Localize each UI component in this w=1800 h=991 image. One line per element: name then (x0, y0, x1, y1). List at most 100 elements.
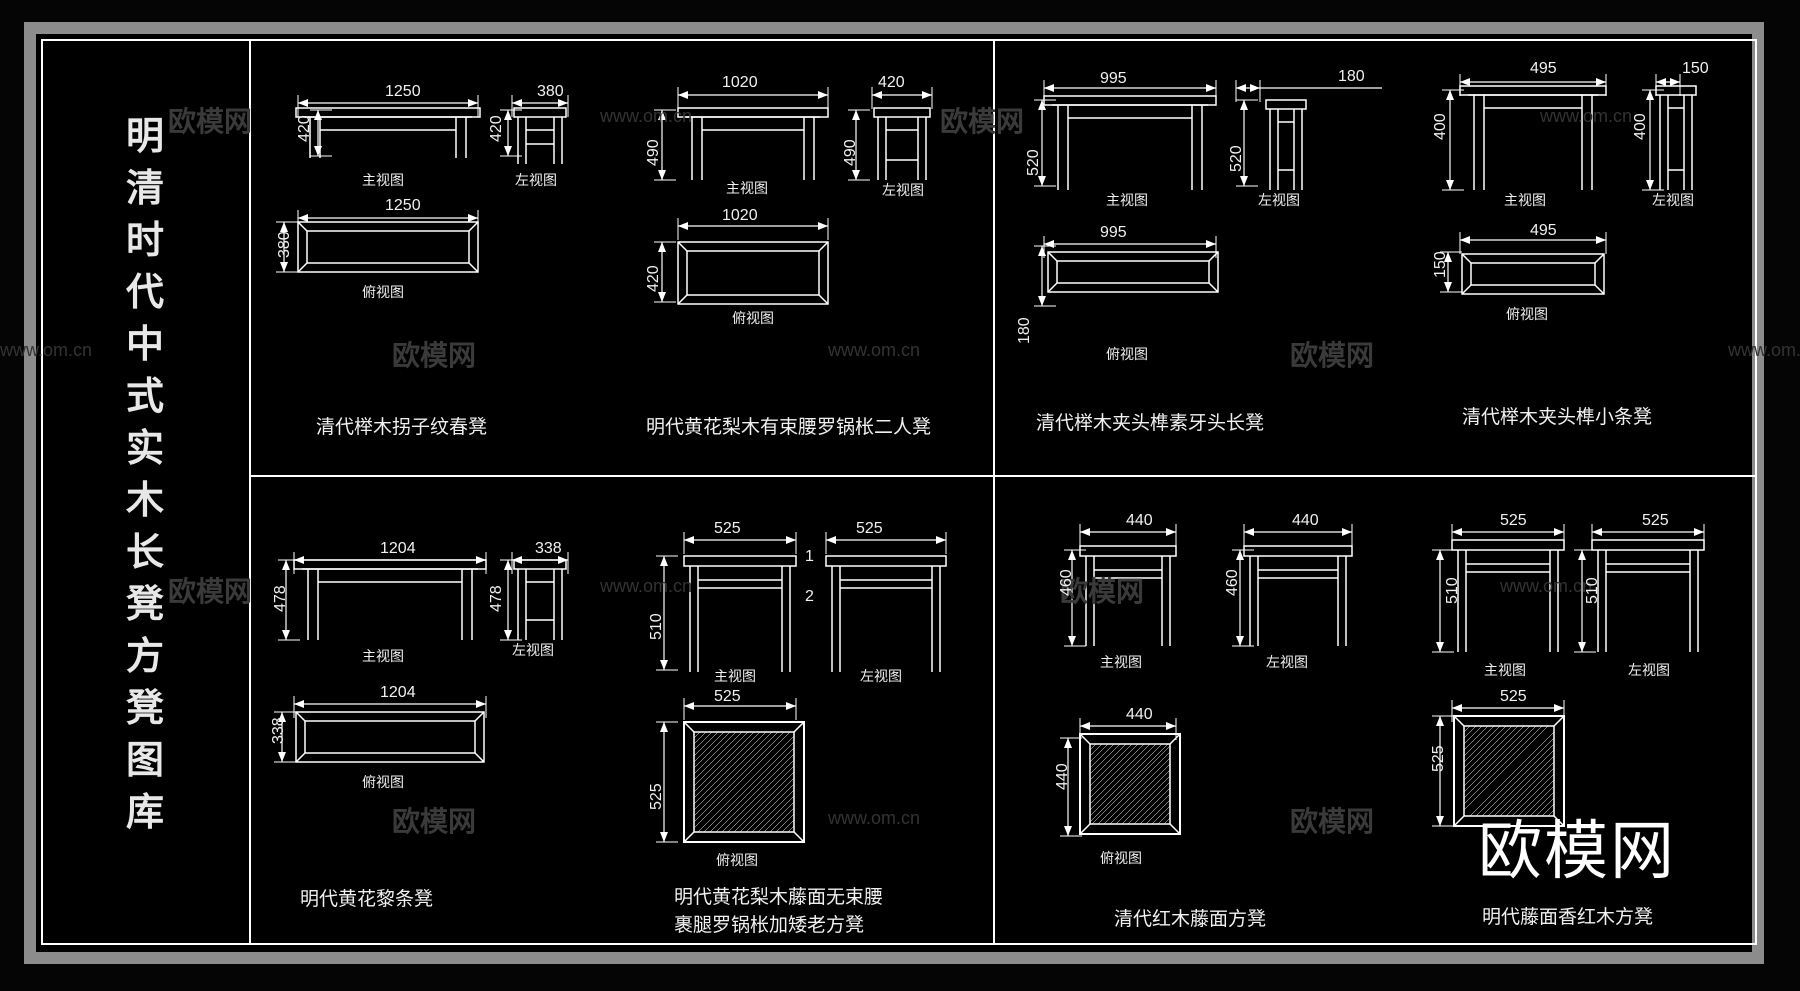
view-label-front: 主视图 (1106, 193, 1148, 209)
miter (677, 294, 688, 305)
cane-weave (1089, 743, 1145, 799)
cane-inner (1463, 725, 1555, 817)
dimension-arrow (298, 99, 308, 107)
dimension-arrow (818, 91, 828, 99)
miter (1453, 815, 1465, 827)
bench-top (295, 107, 481, 118)
miter (1208, 251, 1219, 262)
dimension-arrow (852, 110, 860, 120)
view-label-left: 左视图 (512, 643, 554, 659)
cane-weave (1089, 743, 1157, 811)
miter (1453, 715, 1465, 727)
dimension-arrow (1578, 642, 1586, 652)
miter (1169, 733, 1181, 745)
watermark-url: www.om.cn (828, 808, 921, 828)
miter (295, 752, 306, 763)
dimension-arrow (1670, 78, 1680, 86)
dimension-arrow (1436, 816, 1444, 826)
dimension-arrow (1068, 550, 1076, 560)
cane-weave (1463, 725, 1513, 775)
cane-weave (757, 795, 795, 833)
miter (1594, 284, 1605, 295)
dimension-arrow (1592, 528, 1602, 536)
cane-weave (1463, 725, 1477, 739)
cane-weave (769, 807, 795, 833)
cane-weave (775, 813, 795, 833)
item-caption: 清代榉木夹头榫小条凳 (1462, 406, 1653, 428)
miter (793, 721, 805, 733)
cane-weave (1109, 763, 1171, 825)
cane-weave (693, 731, 713, 751)
view-label-top: 俯视图 (362, 285, 404, 301)
dim-label: 400 (1632, 113, 1649, 140)
dim-label: 510 (648, 613, 665, 640)
cane-weave (1547, 809, 1555, 817)
item-caption-line1: 明代黄花梨木藤面无束腰 (674, 886, 884, 908)
cane-weave (693, 731, 707, 745)
miter (1079, 733, 1091, 745)
cane-weave (1089, 743, 1127, 781)
dimension-arrow (660, 722, 668, 732)
cane-outer (683, 721, 805, 843)
cane-weave (715, 753, 795, 833)
view-label-top: 俯视图 (716, 853, 758, 869)
cane-weave (1463, 725, 1507, 769)
dim-label: 525 (714, 688, 741, 705)
cane-weave (1089, 743, 1115, 769)
dimension-arrow (936, 536, 946, 544)
dimension-arrow (468, 99, 478, 107)
dimension-arrow (1166, 722, 1176, 730)
cane-weave (693, 731, 791, 829)
view-label-top: 俯视图 (362, 775, 404, 791)
dimension-arrow (658, 170, 666, 180)
cane-weave (1469, 731, 1555, 817)
dimension-arrow (1038, 246, 1046, 256)
dimension-arrow (922, 91, 932, 99)
dimension-arrow (280, 222, 288, 232)
dim-label: 525 (856, 520, 883, 537)
cane-weave (1529, 791, 1555, 817)
cane-weave (1089, 743, 1169, 823)
cane-weave (1535, 797, 1555, 817)
dimension-arrow (314, 110, 322, 120)
cane-weave (1511, 773, 1555, 817)
dim-label: 995 (1100, 224, 1127, 241)
dimension-arrow (1038, 296, 1046, 306)
dim-label: 420 (645, 265, 662, 292)
watermark: 欧模网 (1290, 805, 1375, 838)
cane-weave (1163, 817, 1171, 825)
dimension-arrow (294, 700, 304, 708)
dimension-arrow (852, 170, 860, 180)
miter (677, 241, 688, 252)
dimension-arrow (1436, 716, 1444, 726)
cane-weave (1089, 743, 1151, 805)
cane-weave (781, 819, 795, 833)
cane-weave (1541, 803, 1555, 817)
dimension-arrow (1240, 176, 1248, 186)
cane-weave (703, 741, 795, 833)
dim-label: 525 (714, 520, 741, 537)
bench-top (1043, 95, 1217, 106)
dim-label: 440 (1292, 512, 1319, 529)
view-label-front: 主视图 (1100, 655, 1142, 671)
cane-weave (1493, 755, 1555, 817)
miter (793, 831, 805, 843)
cane-weave (1517, 779, 1555, 817)
dimension-arrow (1554, 704, 1564, 712)
watermark-url: www.om.cn (1540, 106, 1633, 126)
miter (1553, 815, 1565, 827)
dimension-arrow (786, 702, 796, 710)
top-inner (306, 230, 470, 264)
cane-weave (1089, 743, 1163, 817)
miter (1553, 715, 1565, 727)
cane-weave (693, 731, 779, 817)
miter (1047, 251, 1058, 262)
cane-weave (693, 731, 743, 781)
view-label-front: 主视图 (362, 649, 404, 665)
dimension-arrow (278, 752, 286, 762)
dimension-arrow (1206, 240, 1216, 248)
dim-label: 1250 (385, 197, 421, 214)
side-top (513, 107, 567, 118)
watermark-url: www.om.cn (1728, 340, 1800, 360)
miter (1047, 282, 1058, 293)
